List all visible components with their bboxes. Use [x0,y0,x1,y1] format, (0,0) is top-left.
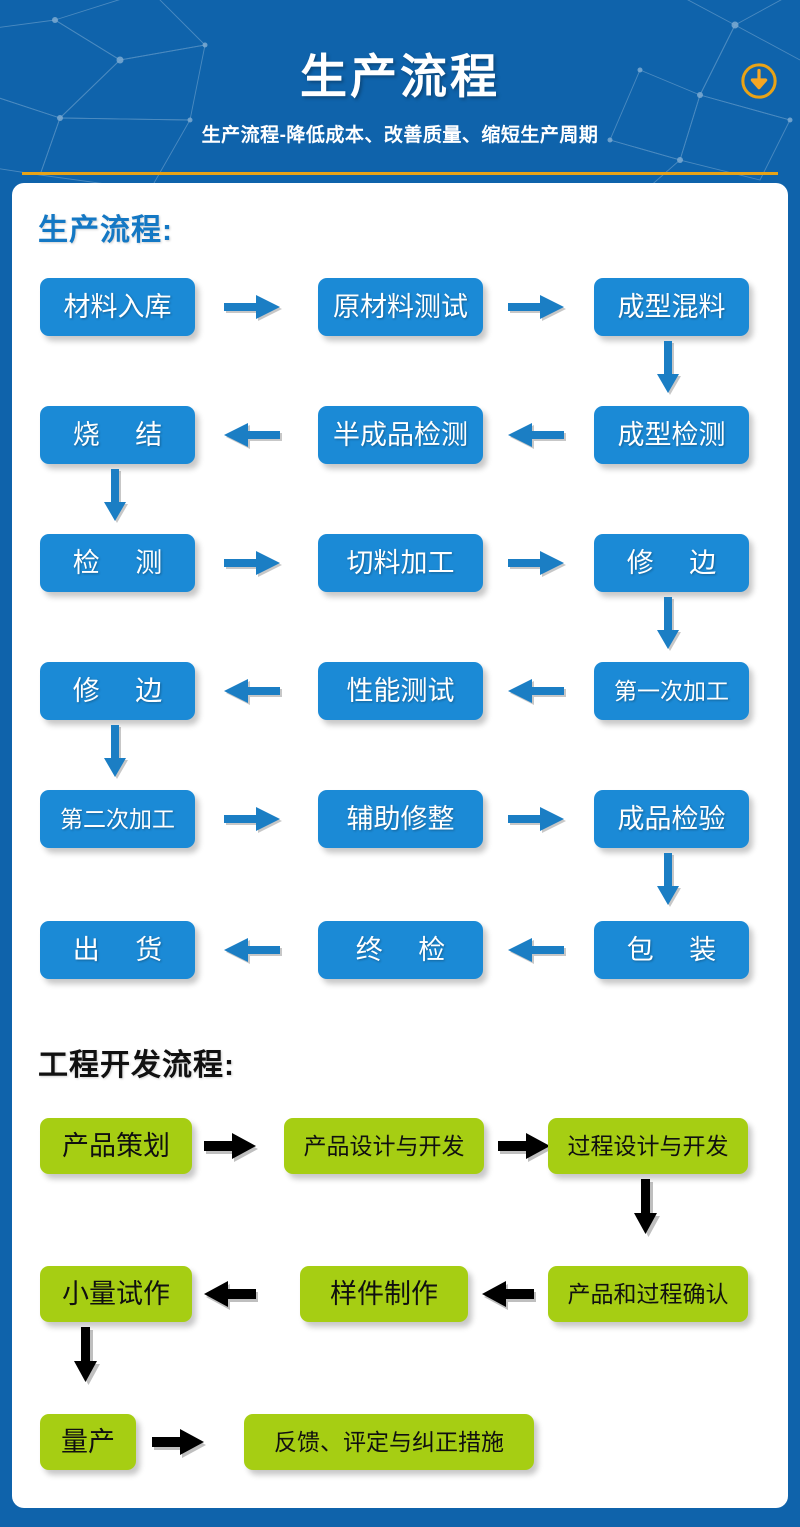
node-trimming-2[interactable]: 修 边 [40,662,195,720]
arrow-left-p11-p12 [224,679,286,707]
node-product-planning[interactable]: 产品策划 [40,1118,192,1174]
arrow-down-p12-p13 [104,725,132,785]
arrow-down-e3-e4 [634,1179,662,1241]
page-subtitle: 生产流程-降低成本、改善质量、缩短生产周期 [201,125,599,146]
arrow-left-p5-p6 [224,423,286,451]
node-final-inspection[interactable]: 终 检 [318,921,483,979]
node-raw-material-test[interactable]: 原材料测试 [318,278,483,336]
arrow-right-p14-p15 [508,807,570,835]
arrow-right-p8-p9 [508,551,570,579]
arrow-down-p3-p4 [657,341,685,401]
arrow-left-e4-e5 [482,1281,540,1310]
node-sample-making[interactable]: 样件制作 [300,1266,468,1322]
node-first-processing[interactable]: 第一次加工 [594,662,749,720]
arrow-right-p7-p8 [224,551,286,579]
node-process-design-development[interactable]: 过程设计与开发 [548,1118,748,1174]
content-card: 生产流程: 材料入库 原材料测试 成型混料 [12,183,788,1508]
node-finished-product-inspection[interactable]: 成品检验 [594,790,749,848]
arrow-left-p16-p17 [508,938,570,966]
arrow-down-p15-p16 [657,853,685,913]
node-product-design-development[interactable]: 产品设计与开发 [284,1118,484,1174]
arrow-left-p10-p11 [508,679,570,707]
node-cutting-processing[interactable]: 切料加工 [318,534,483,592]
arrow-right-e1-e2 [204,1133,262,1162]
node-packaging[interactable]: 包 装 [594,921,749,979]
node-performance-test[interactable]: 性能测试 [318,662,483,720]
page-header: 生产流程 生产流程-降低成本、改善质量、缩短生产周期 [0,0,800,183]
node-small-batch-trial[interactable]: 小量试作 [40,1266,192,1322]
arrow-down-p6-p7 [104,469,132,529]
node-shipment[interactable]: 出 货 [40,921,195,979]
node-inspection[interactable]: 检 测 [40,534,195,592]
page-title: 生产流程 [300,50,500,103]
node-sintering[interactable]: 烧 结 [40,406,195,464]
arrow-right-p13-p14 [224,807,286,835]
node-forming-mixing[interactable]: 成型混料 [594,278,749,336]
node-auxiliary-finishing[interactable]: 辅助修整 [318,790,483,848]
network-pattern-decoration [0,0,800,183]
node-forming-inspection[interactable]: 成型检测 [594,406,749,464]
arrow-left-e5-e6 [204,1281,262,1310]
arrow-right-e2-e3 [498,1133,556,1162]
download-circle-icon[interactable] [740,62,778,100]
section-heading-production: 生产流程: [38,214,173,247]
arrow-right-e7-e8 [152,1429,210,1458]
node-product-process-validation[interactable]: 产品和过程确认 [548,1266,748,1322]
section-heading-engineering: 工程开发流程: [38,1049,235,1082]
node-semifinished-inspection[interactable]: 半成品检测 [318,406,483,464]
header-divider [22,172,778,175]
arrow-down-p9-p10 [657,597,685,657]
arrow-right-p1-p2 [224,295,286,323]
arrow-left-p17-p18 [224,938,286,966]
node-mass-production[interactable]: 量产 [40,1414,136,1470]
arrow-right-p2-p3 [508,295,570,323]
node-material-warehousing[interactable]: 材料入库 [40,278,195,336]
node-feedback-assessment-corrective[interactable]: 反馈、评定与纠正措施 [244,1414,534,1470]
arrow-left-p4-p5 [508,423,570,451]
arrow-down-e6-e7 [74,1327,102,1389]
node-trimming-1[interactable]: 修 边 [594,534,749,592]
node-second-processing[interactable]: 第二次加工 [40,790,195,848]
